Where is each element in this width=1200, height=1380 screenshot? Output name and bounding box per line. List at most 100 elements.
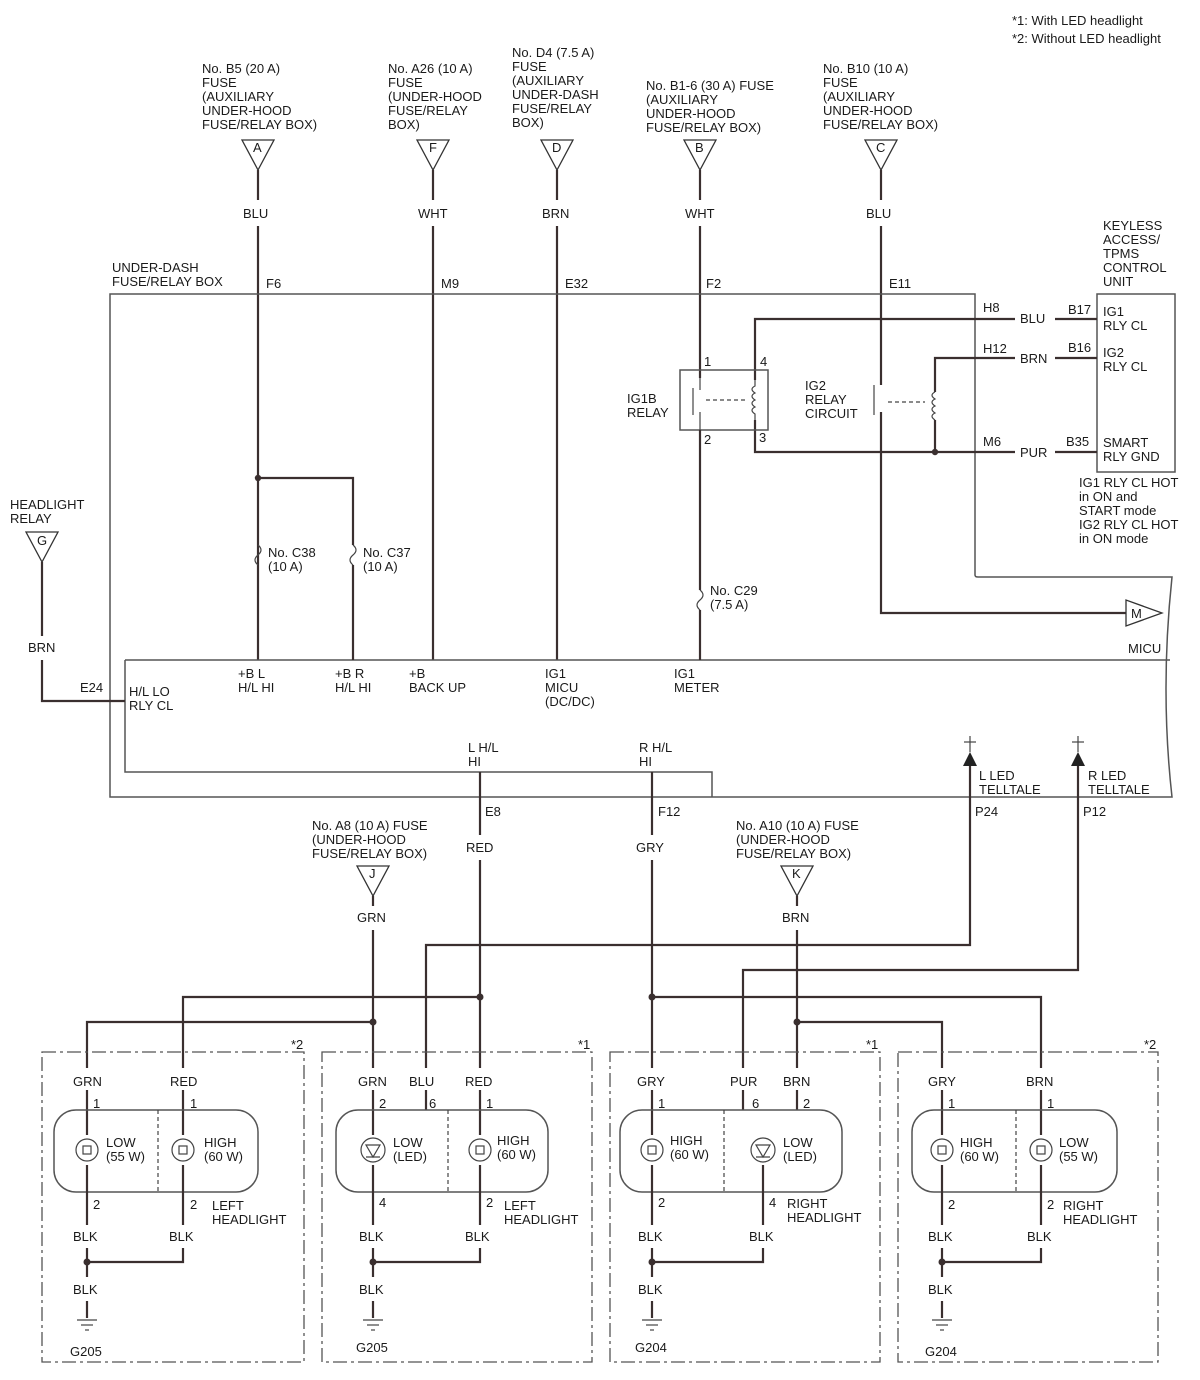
headlight-left-halogen: *2 GRN RED 1 1 LOW(55 W) HIGH(60 W) 2 2 … <box>41 1037 305 1363</box>
svg-text:PUR: PUR <box>1020 445 1047 460</box>
connector-letter: B <box>695 140 704 155</box>
svg-text:BLK: BLK <box>73 1229 98 1244</box>
connector-letter: F <box>429 140 437 155</box>
svg-text:PUR: PUR <box>730 1074 757 1089</box>
svg-text:*2: *2 <box>291 1037 303 1052</box>
svg-text:RED: RED <box>465 1074 492 1089</box>
svg-text:LOW(LED): LOW(LED) <box>393 1135 427 1164</box>
micu-connector: M MICU <box>1125 599 1164 656</box>
svg-text:BLK: BLK <box>359 1282 384 1297</box>
svg-text:*1: *1 <box>866 1037 878 1052</box>
svg-text:GRN: GRN <box>357 910 386 925</box>
svg-text:1: 1 <box>1047 1096 1054 1111</box>
svg-text:2: 2 <box>1047 1197 1054 1212</box>
svg-text:HIGH(60 W): HIGH(60 W) <box>497 1133 536 1162</box>
svg-text:6: 6 <box>429 1096 436 1111</box>
svg-text:B17: B17 <box>1068 302 1091 317</box>
svg-text:H12: H12 <box>983 341 1007 356</box>
pin-label: E11 <box>889 276 911 291</box>
svg-text:*2: *2 <box>1144 1037 1156 1052</box>
svg-text:GRN: GRN <box>358 1074 387 1089</box>
svg-text:2: 2 <box>379 1096 386 1111</box>
svg-text:BLK: BLK <box>638 1282 663 1297</box>
svg-text:LOW(55 W): LOW(55 W) <box>106 1135 145 1164</box>
svg-text:HIGH(60 W): HIGH(60 W) <box>960 1135 999 1164</box>
pin-label: F6 <box>266 276 281 291</box>
svg-text:LOW(55 W): LOW(55 W) <box>1059 1135 1098 1164</box>
svg-text:R H/LHI: R H/LHI <box>639 740 672 769</box>
svg-text:4: 4 <box>769 1195 776 1210</box>
svg-text:G205: G205 <box>356 1340 388 1355</box>
note-1: *1: With LED headlight <box>1012 13 1143 28</box>
svg-text:BLK: BLK <box>749 1229 774 1244</box>
svg-text:BRN: BRN <box>782 910 809 925</box>
pin-label: F2 <box>706 276 721 291</box>
svg-text:No. B1-6 (30 A) FUSE(AUXILIARY: No. B1-6 (30 A) FUSE(AUXILIARYUNDER-HOOD… <box>646 78 774 135</box>
svg-text:1: 1 <box>948 1096 955 1111</box>
svg-text:P24: P24 <box>975 804 998 819</box>
svg-text:B35: B35 <box>1066 434 1089 449</box>
svg-text:3: 3 <box>759 430 766 445</box>
svg-text:2: 2 <box>658 1195 665 1210</box>
svg-text:G: G <box>37 533 47 548</box>
svg-text:L H/LHI: L H/LHI <box>468 740 499 769</box>
svg-text:BLU: BLU <box>409 1074 434 1089</box>
l-led-telltale <box>963 736 977 797</box>
svg-text:GRY: GRY <box>637 1074 665 1089</box>
wire-color: WHT <box>685 206 715 221</box>
svg-text:BLK: BLK <box>928 1229 953 1244</box>
wire-color: BRN <box>542 206 569 221</box>
svg-text:BLK: BLK <box>928 1282 953 1297</box>
pin-label: M9 <box>441 276 459 291</box>
svg-text:BRN: BRN <box>1026 1074 1053 1089</box>
svg-text:M6: M6 <box>983 434 1001 449</box>
svg-text:No. A10 (10 A) FUSE(UNDER-HOOD: No. A10 (10 A) FUSE(UNDER-HOODFUSE/RELAY… <box>736 818 859 861</box>
svg-text:HIGH(60 W): HIGH(60 W) <box>204 1135 243 1164</box>
svg-text:2: 2 <box>948 1197 955 1212</box>
svg-text:2: 2 <box>93 1197 100 1212</box>
svg-text:B16: B16 <box>1068 340 1091 355</box>
wire-color: WHT <box>418 206 448 221</box>
headlight-left-led: *1 GRN BLU RED 2 6 1 LOW(LED) HIGH(60 W)… <box>321 1037 593 1363</box>
svg-text:BRN: BRN <box>1020 351 1047 366</box>
svg-text:LOW(LED): LOW(LED) <box>783 1135 817 1164</box>
svg-text:E8: E8 <box>485 804 501 819</box>
svg-text:RED: RED <box>466 840 493 855</box>
svg-text:1: 1 <box>658 1096 665 1111</box>
svg-text:G204: G204 <box>925 1344 957 1359</box>
svg-text:1: 1 <box>486 1096 493 1111</box>
svg-text:G205: G205 <box>70 1344 102 1359</box>
svg-text:*1: *1 <box>578 1037 590 1052</box>
svg-text:2: 2 <box>704 432 711 447</box>
svg-text:GRN: GRN <box>73 1074 102 1089</box>
svg-text:HIGH(60 W): HIGH(60 W) <box>670 1133 709 1162</box>
svg-text:J: J <box>369 866 376 881</box>
svg-text:K: K <box>792 866 801 881</box>
